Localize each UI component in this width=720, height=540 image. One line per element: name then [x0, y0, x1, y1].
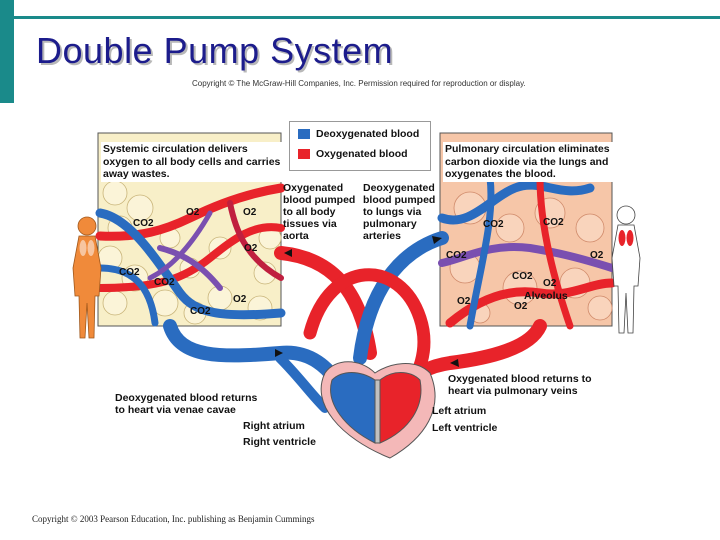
human-figure-left	[72, 216, 102, 339]
gas-co2: CO2	[154, 277, 175, 288]
gas-co2: CO2	[543, 217, 564, 228]
copyright-notice-bottom: Copyright © 2003 Pearson Education, Inc.…	[32, 514, 315, 524]
pulmonary-title: Pulmonary circulation	[445, 143, 556, 155]
pulmonary-description: eliminates carbon dioxide via the lungs …	[445, 143, 610, 180]
lungs-left	[79, 240, 95, 256]
gas-o2: O2	[514, 301, 528, 312]
gas-co2: CO2	[119, 267, 140, 278]
gas-co2: CO2	[512, 271, 533, 282]
gas-co2: CO2	[446, 250, 467, 261]
oxygenated-swatch	[298, 149, 310, 159]
gas-co2: CO2	[190, 306, 211, 317]
gas-co2: CO2	[483, 219, 504, 230]
systemic-description: delivers oxygen to all body cells and ca…	[103, 143, 281, 180]
human-figure-right	[611, 205, 641, 334]
legend-deoxygenated-label: Deoxygenated blood	[316, 128, 420, 140]
gas-o2: O2	[543, 278, 557, 289]
gas-o2: O2	[590, 250, 604, 261]
legend-deoxygenated: Deoxygenated blood	[298, 128, 419, 140]
systemic-capillaries	[95, 183, 286, 327]
gas-o2: O2	[186, 207, 200, 218]
top-rule	[14, 16, 720, 19]
copyright-notice-top: Copyright © The McGraw-Hill Companies, I…	[192, 79, 526, 88]
accent-bar	[0, 0, 14, 103]
label-left-atrium: Left atrium	[432, 405, 487, 417]
gas-o2: O2	[233, 294, 247, 305]
pulmonary-capillaries	[437, 174, 617, 330]
gas-o2: O2	[457, 296, 471, 307]
lungs-right	[618, 230, 634, 246]
flow-arrows	[275, 236, 459, 367]
legend-oxygenated-label: Oxygenated blood	[316, 148, 408, 160]
label-aorta: Oxygenated blood pumped to all body tiss…	[283, 182, 356, 242]
gas-o2: O2	[244, 243, 258, 254]
label-right-atrium: Right atrium	[243, 420, 305, 432]
legend-oxygenated: Oxygenated blood	[298, 148, 408, 160]
legend: Deoxygenated blood Oxygenated blood	[289, 121, 431, 171]
pulmonary-caption: Pulmonary circulation eliminates carbon …	[443, 142, 615, 182]
label-pulmonary-veins: Oxygenated blood returns to heart via pu…	[448, 373, 592, 397]
heart	[320, 361, 436, 459]
label-alveolus: Alveolus	[524, 290, 568, 302]
label-right-ventricle: Right ventricle	[243, 436, 316, 448]
gas-o2: O2	[243, 207, 257, 218]
slide-title: Double Pump System	[36, 30, 394, 71]
gas-co2: CO2	[133, 218, 154, 229]
label-venae-cavae: Deoxygenated blood returns to heart via …	[115, 392, 258, 416]
deoxygenated-swatch	[298, 129, 310, 139]
label-left-ventricle: Left ventricle	[432, 422, 498, 434]
label-pulmonary-arteries: Deoxygenated blood pumped to lungs via p…	[363, 182, 436, 242]
systemic-caption: Systemic circulation delivers oxygen to …	[101, 142, 283, 182]
systemic-title: Systemic circulation	[103, 143, 206, 155]
